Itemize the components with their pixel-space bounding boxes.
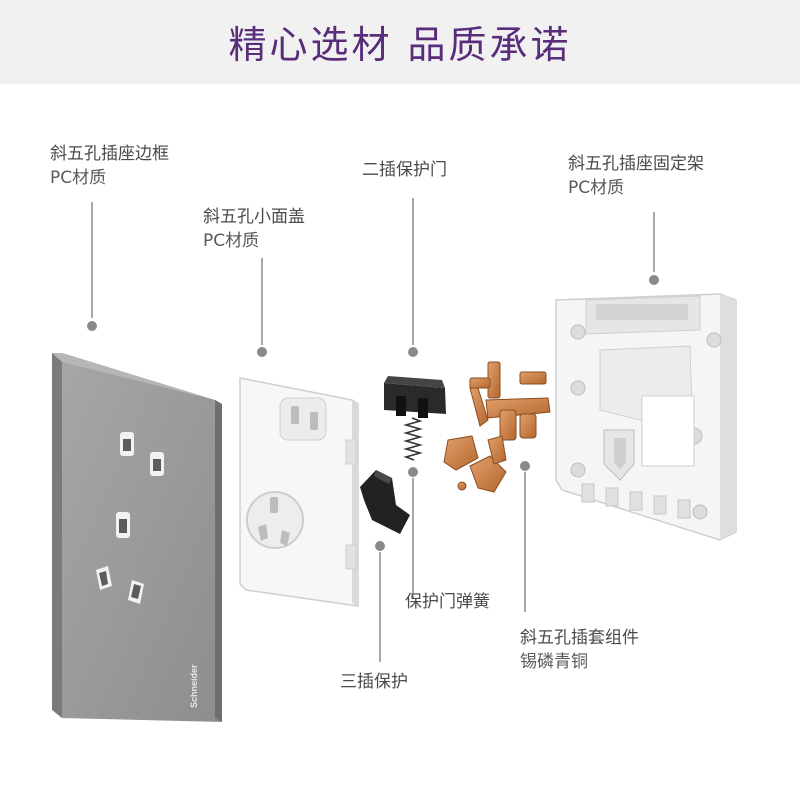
dot-contacts [520, 461, 530, 471]
label-bracket-material: PC材质 [568, 178, 625, 198]
label-contacts-material: 锡磷青铜 [520, 652, 588, 672]
page-title: 精心选材 品质承诺 [228, 23, 572, 67]
label-small-cover-name: 斜五孔小面盖 [203, 207, 305, 227]
label-bracket: 斜五孔插座固定架 PC材质 [568, 152, 704, 200]
label-contacts: 斜五孔插套组件 锡磷青铜 [520, 626, 639, 674]
shutter-part [384, 376, 446, 418]
label-three-pin-guard: 三插保护 [340, 670, 408, 694]
label-contacts-name: 斜五孔插套组件 [520, 628, 639, 648]
bracket-part [555, 293, 737, 541]
label-small-cover-material: PC材质 [203, 231, 260, 251]
label-frame: 斜五孔插座边框 PC材质 [50, 142, 169, 190]
label-three-pin-guard-name: 三插保护 [340, 672, 408, 692]
title-banner: 精心选材 品质承诺 [0, 0, 800, 84]
dot-bracket [649, 275, 659, 285]
label-shutter-name: 二插保护门 [362, 160, 447, 180]
label-small-cover: 斜五孔小面盖 PC材质 [203, 205, 305, 253]
label-bracket-name: 斜五孔插座固定架 [568, 154, 704, 174]
dot-small-cover [257, 347, 267, 357]
label-frame-material: PC材质 [50, 168, 107, 188]
small-cover-part [239, 377, 359, 607]
label-frame-name: 斜五孔插座边框 [50, 144, 169, 164]
label-shutter-spring-name: 保护门弹簧 [405, 592, 490, 612]
dot-shutter-spring [408, 467, 418, 477]
frame-panel: Schneider [52, 353, 222, 722]
label-shutter: 二插保护门 [362, 158, 447, 182]
shutter-spring-part [403, 417, 423, 461]
dot-shutter [408, 347, 418, 357]
contacts-part [443, 361, 551, 493]
three-pin-guard-part [360, 470, 410, 534]
dot-frame [87, 321, 97, 331]
label-shutter-spring: 保护门弹簧 [405, 590, 490, 614]
brand-logo: Schneider [189, 664, 199, 708]
dot-three-pin-guard [375, 541, 385, 551]
